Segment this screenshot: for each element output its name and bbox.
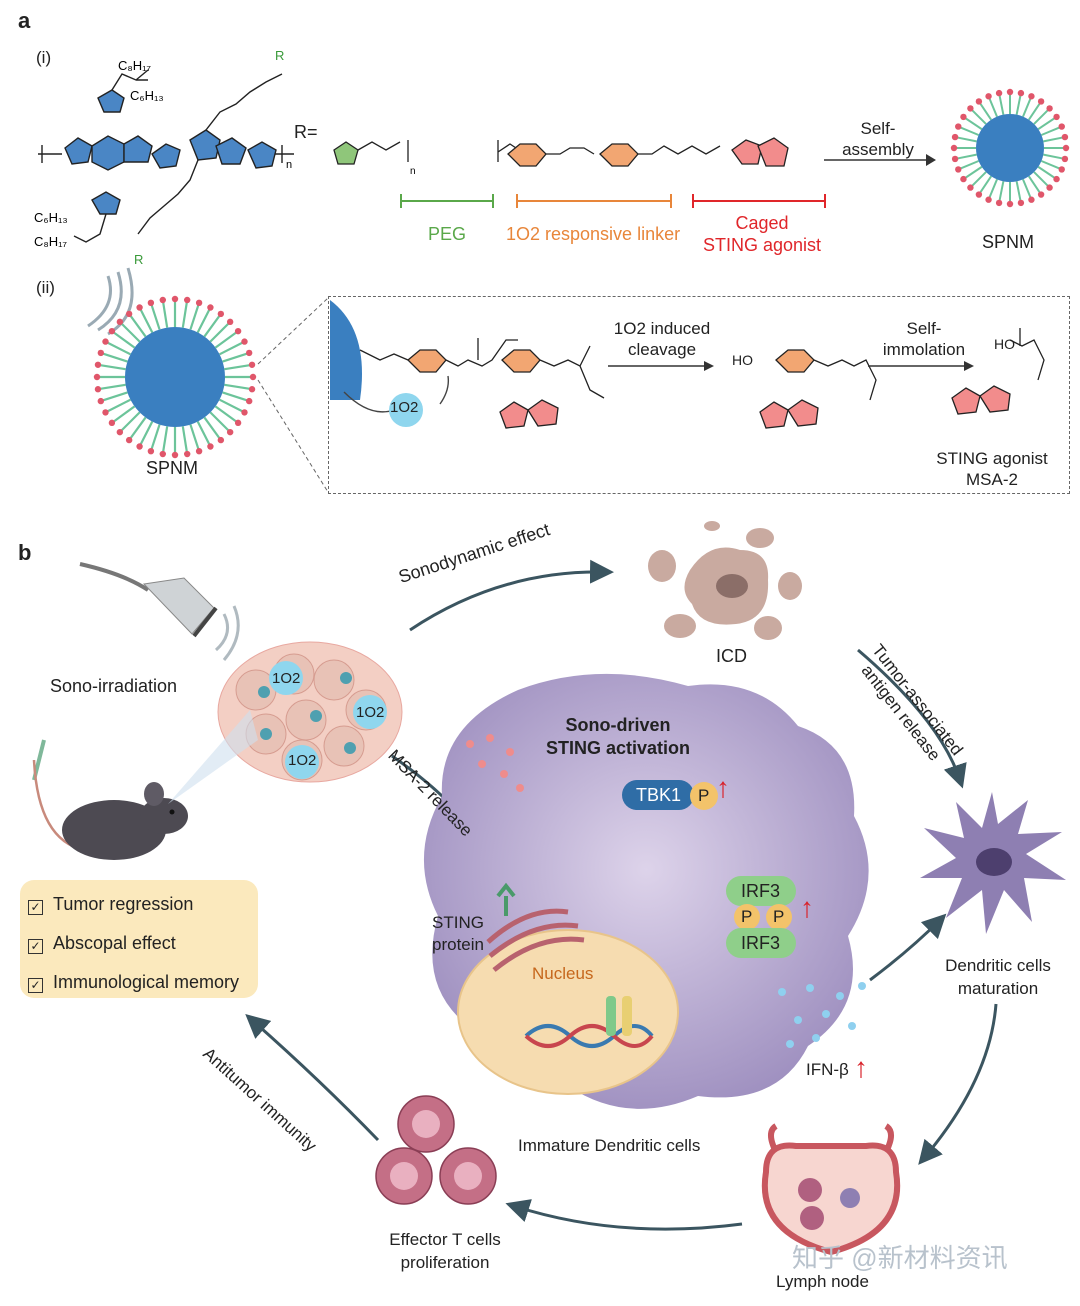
outcome-checklist: ✓ Tumor regression ✓ Abscopal effect ✓ Immu… [20, 880, 258, 998]
immature-dendritic-cell [423, 673, 869, 1109]
c6h13-bottom: C₆H₁₃ [34, 210, 68, 225]
sting-protein-label: STING protein [432, 913, 484, 954]
caged-agonist-label: Caged STING agonist [702, 213, 822, 255]
cleavage-label: 1O2 induced cleavage [613, 319, 711, 359]
ifn-beta-label: IFN-β [806, 1060, 849, 1079]
c8h17-top: C₈H₁₇ [118, 58, 152, 73]
immature-dc-label: Immature Dendritic cells [518, 1136, 701, 1155]
nucleus-label: Nucleus [532, 964, 594, 983]
c8h17-bottom: C₈H₁₇ [34, 234, 68, 249]
mechanism-structures [330, 300, 1045, 429]
peg-label: PEG [428, 224, 467, 244]
dc-maturation-label: Dendritic cells maturation [945, 956, 1051, 998]
icd-dying-cells [648, 521, 802, 640]
lymph-node-label: Lymph node [776, 1272, 869, 1291]
self-assembly-label: Self- assembly [842, 119, 914, 159]
check-icon: ✓ [28, 939, 43, 954]
checklist-item-tumor-regression: ✓ Tumor regression [28, 894, 193, 915]
irradiation-cone [168, 710, 258, 804]
check-icon: ✓ [28, 900, 43, 915]
checklist-item-abscopal: ✓ Abscopal effect [28, 933, 176, 954]
irf3-pill-bottom [726, 928, 796, 958]
irf3-p-label-1: P [741, 907, 753, 926]
cleavage-arrow [608, 361, 714, 371]
panel-b-label: b [18, 540, 32, 565]
tbk1-p-label: P [698, 786, 710, 805]
segment-brackets [400, 194, 826, 208]
ultrasound-probe-icon [79, 562, 240, 661]
sub-ii-label: (ii) [36, 278, 55, 297]
checklist-text: Tumor regression [53, 894, 194, 914]
peg-n: n [410, 166, 416, 177]
spnm-label-top: SPNM [982, 232, 1035, 252]
r-top: R [275, 50, 284, 63]
checklist-text: Immunological memory [53, 972, 240, 992]
up-arrow-icon-irf3: ↑ [800, 892, 814, 923]
watermark: 知乎 @新材料资讯 [792, 1243, 1008, 1273]
o2-bubble-2: 1O2 [356, 704, 385, 721]
sub-i-label: (i) [36, 48, 52, 67]
tbk1-pill [622, 780, 694, 810]
self-immolation-arrow [868, 361, 974, 371]
mature-dendritic-cell [920, 792, 1066, 934]
self-assembly-arrow [824, 154, 936, 166]
irf3-pill-top [726, 876, 796, 906]
sono-driven-title: Sono-driven STING activation [545, 715, 691, 758]
checklist-item-memory: ✓ Immunological memory [28, 972, 239, 993]
spnm-label-large: SPNM [146, 458, 199, 478]
sono-irradiation-label: Sono-irradiation [50, 676, 178, 696]
tbk1-label: TBK1 [636, 785, 682, 805]
polymer-structure: C₈H₁₇ C₆H₁₃ C₆H₁₃ C₈H₁₇ R R n [34, 50, 294, 267]
msa2-product-label: STING agonist MSA-2 [936, 449, 1048, 489]
up-arrow-icon-ifn: ↑ [854, 1052, 868, 1083]
tbk1-phospho [690, 782, 718, 810]
icd-label: ICD [716, 646, 747, 666]
irf3-label-top: IRF3 [741, 881, 781, 901]
irf3-p-label-2: P [773, 907, 785, 926]
irf3-phospho-2 [766, 904, 792, 930]
zoom-lines [257, 297, 329, 493]
up-arrow-icon: ↑ [716, 772, 730, 803]
check-icon: ✓ [28, 978, 43, 993]
effector-t-cells [375, 1095, 497, 1205]
irf3-phospho-1 [734, 904, 760, 930]
r-group-structure: n [333, 137, 789, 177]
spnm-nanoparticle-large [93, 295, 257, 459]
singlet-o2-bubble: 1O2 [390, 399, 419, 416]
panel-a-label: a [18, 8, 31, 33]
o2-bubble-3: 1O2 [288, 752, 317, 769]
ho-label-1: HO [732, 352, 753, 368]
mouse-icon [32, 739, 188, 860]
ho-label-2: HO [994, 336, 1015, 352]
r-bottom: R [134, 252, 143, 267]
o2-bubble-1: 1O2 [272, 670, 301, 687]
checklist-text: Abscopal effect [53, 933, 176, 953]
self-immolation-label: Self- immolation [882, 319, 966, 359]
irf3-label-bottom: IRF3 [741, 933, 781, 953]
linker-label: 1O2 responsive linker [506, 224, 681, 244]
n-subscript: n [286, 159, 292, 171]
c6h13-top: C₆H₁₃ [130, 88, 164, 103]
r-equals: R= [294, 122, 318, 142]
msa2-molecules [466, 734, 524, 792]
mechanism-box [328, 296, 1070, 494]
effector-t-label: Effector T cells proliferation [389, 1230, 501, 1272]
ifn-molecules [778, 982, 866, 1048]
tumor-cell-cluster [217, 641, 403, 783]
lymph-node-icon [761, 1123, 901, 1256]
spnm-nanoparticle-top [950, 88, 1070, 208]
